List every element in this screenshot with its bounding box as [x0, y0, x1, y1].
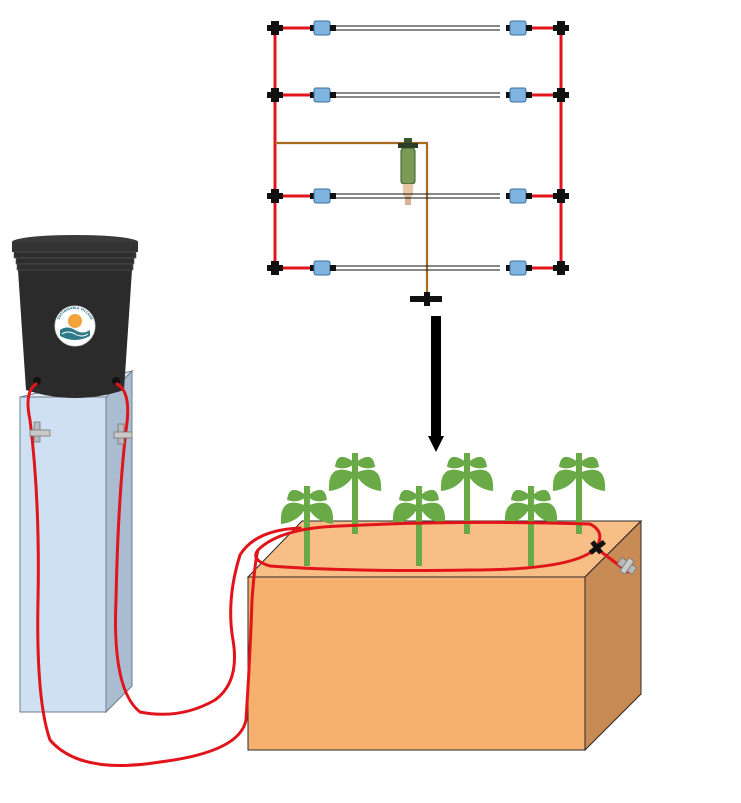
- plant-icon: [552, 453, 606, 534]
- coupler-icon: [506, 20, 532, 36]
- drip-rows: [267, 20, 569, 276]
- logo-icon: SUSTAINABLE VILLAGE: [54, 305, 96, 347]
- drip-manifold-grid: [267, 20, 569, 306]
- valve-icon: [29, 421, 51, 443]
- plant-icon: [280, 486, 334, 566]
- plant-icon: [440, 453, 494, 534]
- tee-fitting-icon: [267, 21, 283, 35]
- valve-icon: [616, 557, 638, 575]
- coupler-icon: [310, 188, 336, 204]
- tee-fitting-icon: [267, 88, 283, 102]
- tube-left-loop: [26, 382, 260, 767]
- plant-icon: [392, 486, 446, 566]
- tee-fitting-icon: [553, 21, 569, 35]
- arrow-down-icon: [428, 316, 444, 452]
- plant-icon: [504, 486, 558, 566]
- brown-feed-tube: [275, 141, 429, 298]
- coupler-icon: [310, 87, 336, 103]
- tee-fitting-icon: [267, 189, 283, 203]
- tube-right-loop: [114, 382, 302, 716]
- drip-row: [267, 188, 569, 204]
- tee-fitting-icon: [410, 292, 442, 306]
- plants: [280, 453, 606, 566]
- tee-fitting-icon: [553, 189, 569, 203]
- raised-garden-bed: [246, 519, 643, 752]
- drip-row: [267, 260, 569, 276]
- tee-fitting-icon: [553, 88, 569, 102]
- coupler-icon: [310, 260, 336, 276]
- coupler-icon: [506, 87, 532, 103]
- coupler-icon: [506, 188, 532, 204]
- tee-fitting-icon: [553, 261, 569, 275]
- filter-icon: [398, 138, 418, 205]
- tee-fitting-icon: [267, 261, 283, 275]
- plant-icon: [328, 453, 382, 534]
- coupler-icon: [506, 260, 532, 276]
- drip-row: [267, 20, 569, 36]
- coupler-icon: [310, 20, 336, 36]
- valve-icon: [113, 423, 133, 445]
- tee-fitting-icon: [588, 539, 606, 555]
- drip-row: [267, 87, 569, 103]
